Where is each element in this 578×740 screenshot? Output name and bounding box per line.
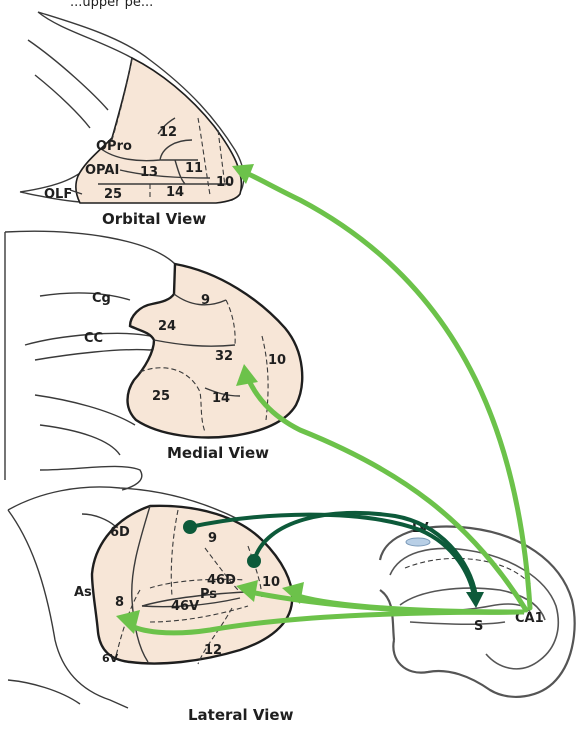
medial-label-cg: Cg [92,291,111,306]
orbital-label-14: 14 [166,185,184,200]
lateral-label-as: As [74,585,92,600]
lateral-label-6d: 6D [110,525,130,540]
medial-label-cc: CC [84,331,103,346]
lateral-view: 6D 9 As 46D 10 Ps 8 46V 6V 12 Lateral Vi… [8,487,294,724]
lateral-view-title: Lateral View [188,706,294,724]
medial-view-title: Medial View [167,444,269,462]
medial-lower-lines [35,395,135,455]
orbital-label-olf: OLF [44,187,72,202]
medial-sulcus-cg [40,293,130,300]
medial-label-25: 25 [152,389,170,404]
lateral-ventricle [406,538,430,546]
lateral-label-6v: 6V [102,652,119,665]
medial-label-32: 32 [215,349,233,364]
medial-label-24: 24 [158,319,176,334]
lateral-label-9: 9 [208,531,217,546]
lateral-label-12: 12 [204,643,222,658]
medial-label-9: 9 [201,293,210,308]
orbital-view: 12 OPro OPAI 13 11 10 OLF 25 14 Orbital … [20,12,244,228]
orbital-view-title: Orbital View [102,210,206,228]
orbital-label-10: 10 [216,175,234,190]
lateral-label-10: 10 [262,575,280,590]
lateral-label-8: 8 [115,595,124,610]
medial-view: Cg 9 24 CC 32 10 25 14 Medial View [5,231,302,490]
orbital-label-12: 12 [159,125,177,140]
orbital-sulcus [28,40,108,128]
orbital-label-opai: OPAI [85,163,119,178]
orbital-label-11: 11 [185,161,203,176]
lateral-label-46v: 46V [171,599,199,614]
orbital-label-25: 25 [104,187,122,202]
orbital-label-opro: OPro [96,139,132,154]
header-text: ...upper pe... [70,0,153,10]
medial-label-14: 14 [212,391,230,406]
orbital-label-13: 13 [140,165,158,180]
lateral-label-46d: 46D [207,573,236,588]
hippocampus-label-s: S [474,619,483,634]
medial-label-10: 10 [268,353,286,368]
lateral-label-ps: Ps [200,587,217,602]
